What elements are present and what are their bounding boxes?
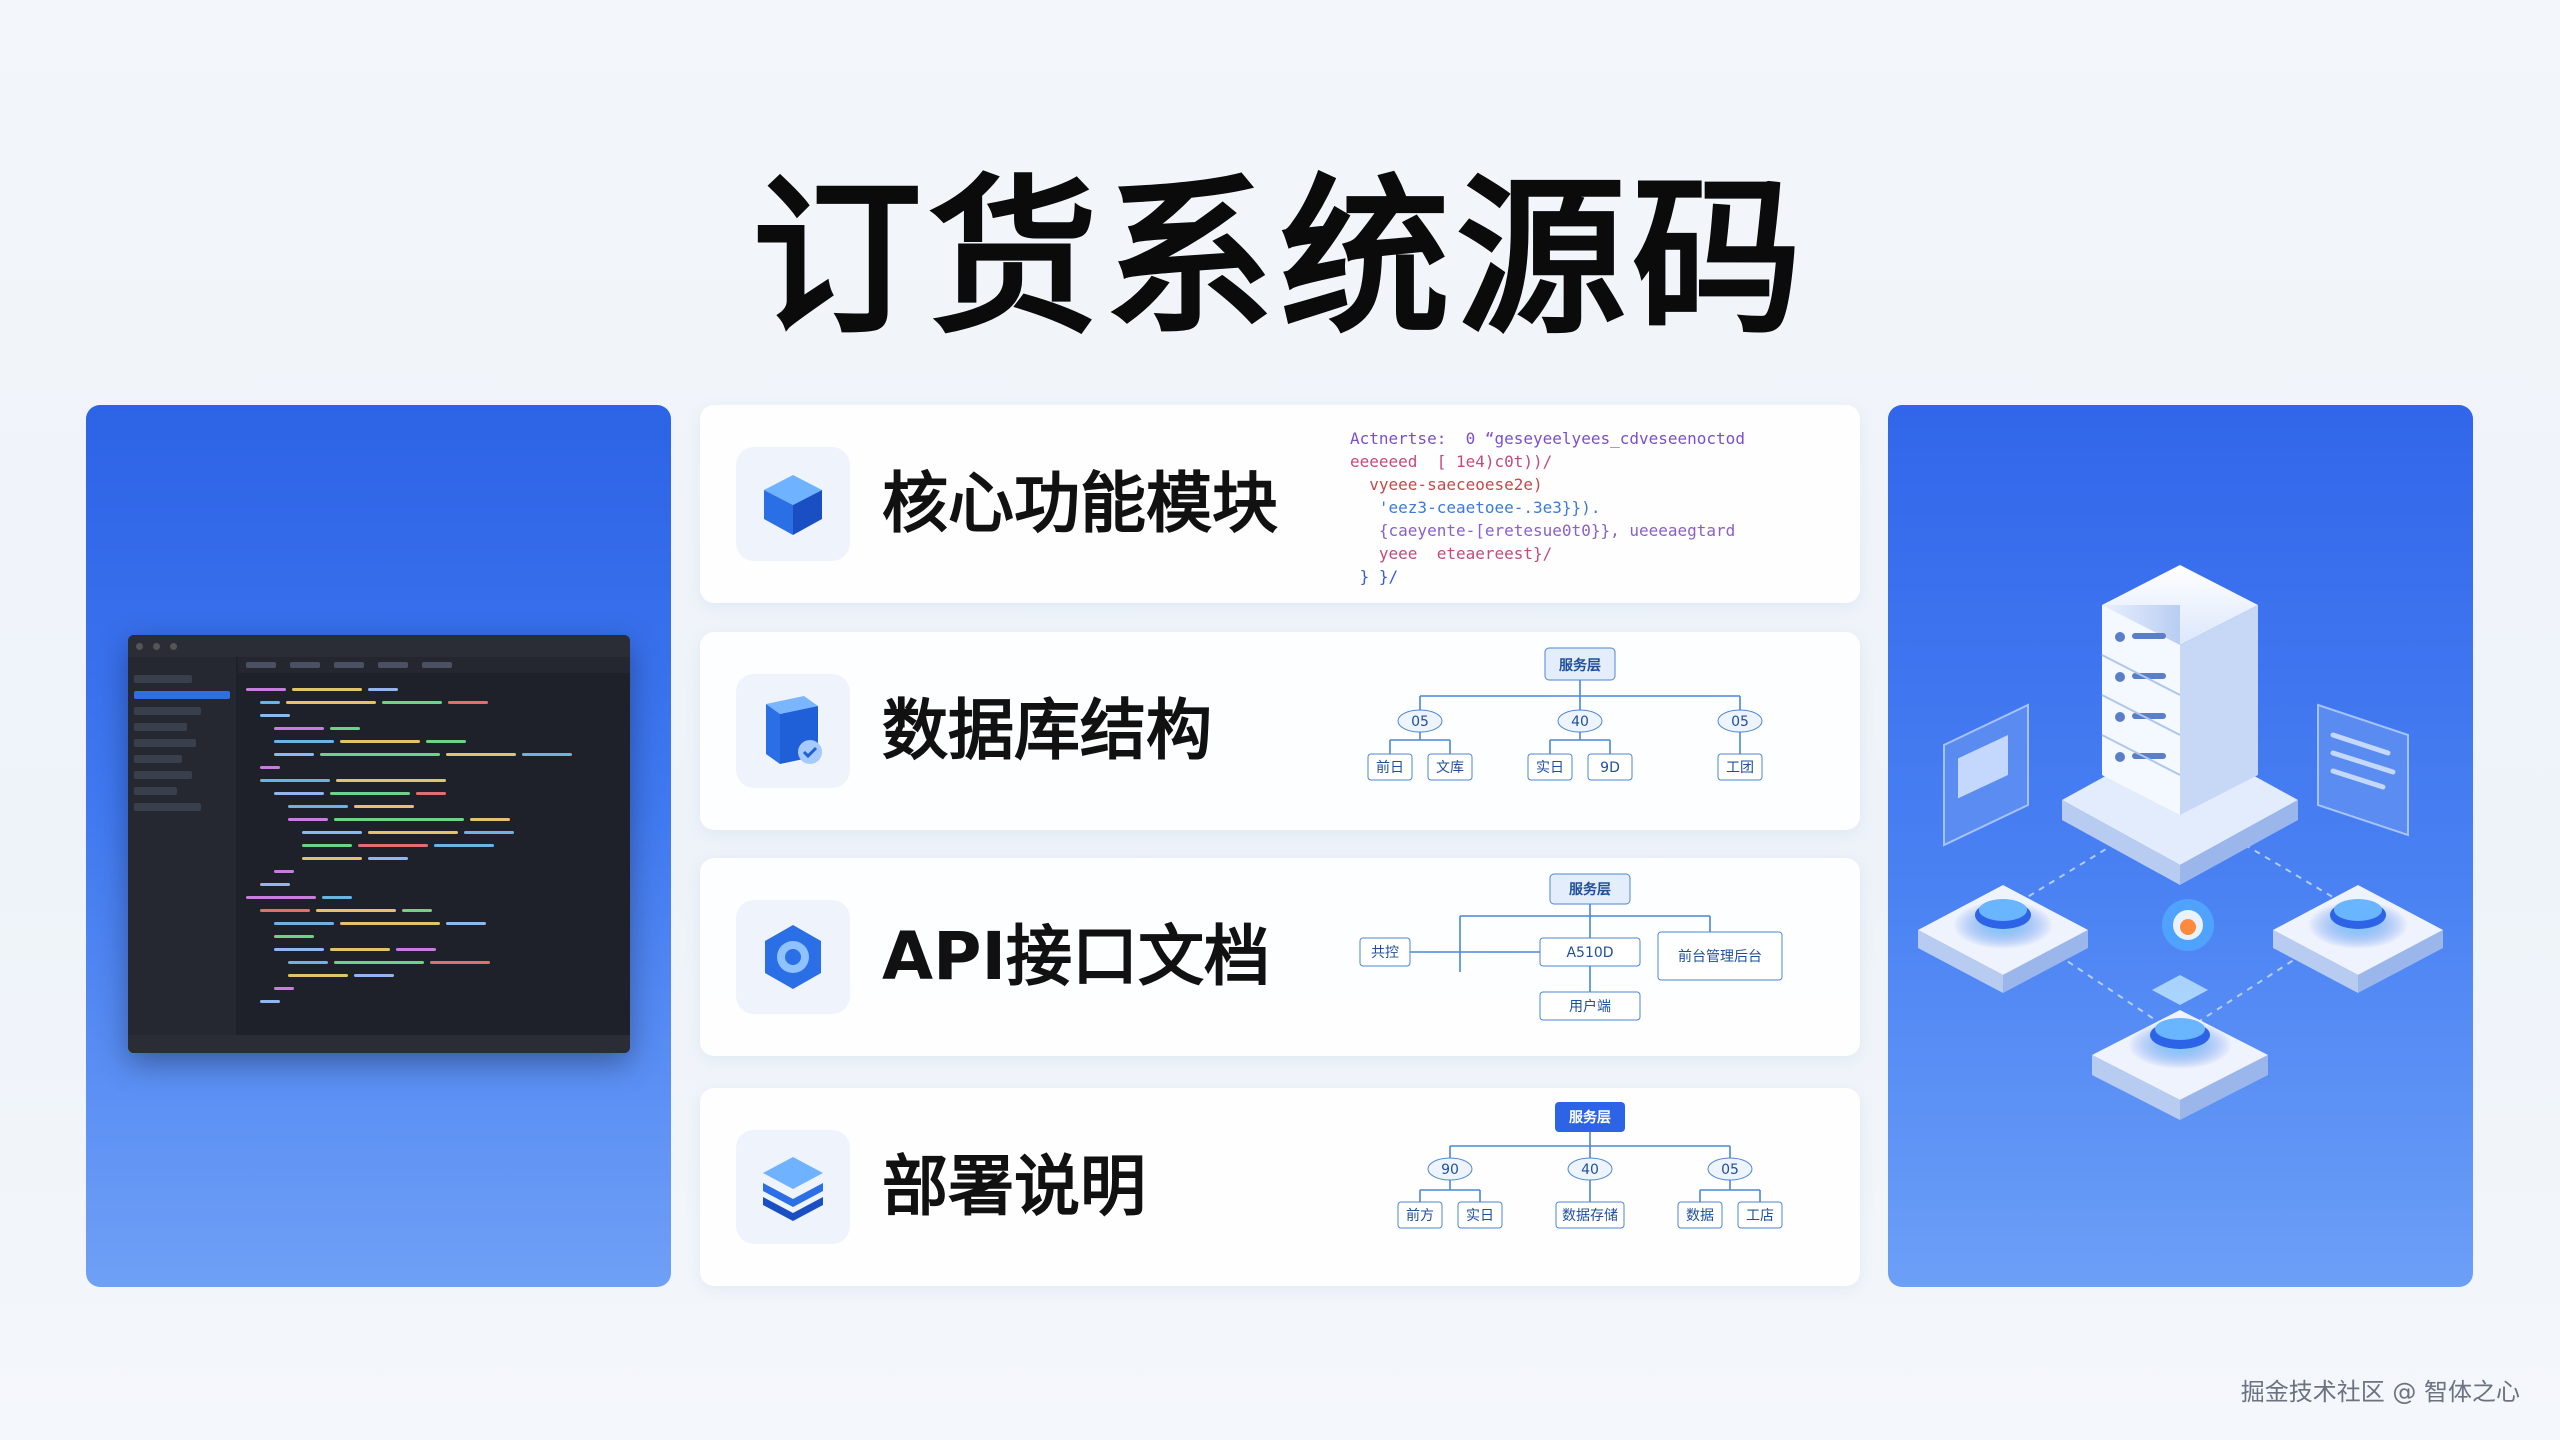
diagram-node: 用户端 — [1569, 998, 1611, 1015]
code-line: } }/ — [1350, 567, 1399, 586]
server-illustration — [1918, 565, 2443, 1120]
node-platform-bottom — [2092, 975, 2268, 1120]
editor-titlebar — [128, 635, 630, 657]
watermark: 掘金技术社区 @ 智体之心 — [2240, 1378, 2520, 1406]
cube-icon — [736, 447, 850, 561]
diagram-leaf: 9D — [1600, 760, 1620, 776]
diagram-leaf: 实日 — [1536, 760, 1564, 776]
card-api-docs: API接口文档 服务层 共控 A510D 前台管理后台 用户端 — [700, 858, 1860, 1056]
diagram-leaf: 实日 — [1466, 1208, 1494, 1224]
code-line: yeee eteaereest}/ — [1350, 544, 1553, 563]
diagram-node: 前台管理后台 — [1678, 948, 1762, 965]
code-snippet: Actnertse: 0 “geseyeelyees_cdveseenoctod… — [1350, 427, 1850, 588]
api-flow-diagram: 服务层 共控 A510D 前台管理后台 用户端 — [1359, 873, 1783, 1021]
editor-status-bar — [128, 1035, 630, 1053]
editor-file-tree — [128, 657, 236, 1035]
layers-icon — [736, 1130, 850, 1244]
code-line: {caeyente-[eretesue0t0}}, ueeeaegtard — [1350, 521, 1736, 540]
diagram-node: 40 — [1571, 714, 1589, 730]
diagram-root: 服务层 — [1569, 881, 1611, 898]
editor-code-area — [246, 681, 620, 1029]
api-gear-icon — [736, 900, 850, 1014]
diagram-node: 共控 — [1371, 945, 1399, 961]
right-illustration-panel — [1888, 405, 2473, 1287]
diagram-root: 服务层 — [1569, 1109, 1611, 1126]
code-line: eeeeeed [ 1e4)c0t))/ — [1350, 452, 1553, 471]
left-image-panel — [86, 405, 671, 1287]
diagram-node: 05 — [1731, 714, 1749, 730]
diagram-leaf: 工团 — [1726, 760, 1754, 776]
editor-tabs — [238, 657, 630, 673]
card-database: 数据库结构 服务层 05 40 05 前日 文库 实日 9D — [700, 632, 1860, 830]
diagram-node: 05 — [1411, 714, 1429, 730]
window-card-icon — [1943, 703, 2029, 847]
node-platform-left — [1918, 885, 2088, 993]
card-label: API接口文档 — [882, 918, 1271, 995]
deployment-tree-diagram: 服务层 90 40 05 前方 实日 数据存储 数据 工店 — [1397, 1102, 1783, 1229]
database-icon — [736, 674, 850, 788]
location-pin-icon — [2162, 899, 2214, 951]
card-core-modules: 核心功能模块 Actnertse: 0 “geseyeelyees_cdvese… — [700, 405, 1860, 603]
diagram-leaf: 前方 — [1406, 1207, 1434, 1224]
database-tree-diagram: 服务层 05 40 05 前日 文库 实日 9D 工团 — [1367, 647, 1763, 781]
page-title: 订货系统源码 — [751, 160, 1808, 358]
diagram-leaf: 文库 — [1436, 760, 1464, 776]
code-line: 'eez3-ceaetoee-.3e3}}). — [1350, 498, 1601, 517]
card-label: 数据库结构 — [882, 692, 1212, 769]
code-editor-screenshot — [128, 635, 630, 1053]
diagram-node: 90 — [1441, 1162, 1459, 1178]
diagram-root: 服务层 — [1559, 657, 1601, 674]
diagram-leaf: 数据存储 — [1562, 1208, 1618, 1224]
diagram-leaf: 数据 — [1686, 1208, 1714, 1224]
diagram-leaf: 前日 — [1376, 759, 1404, 776]
diagram-node: 05 — [1721, 1162, 1739, 1178]
document-card-icon — [2317, 703, 2409, 837]
card-label: 核心功能模块 — [882, 465, 1278, 542]
diagram-node: A510D — [1566, 945, 1613, 961]
server-stack-icon — [2101, 565, 2258, 815]
code-line: vyeee-saeceoese2e) — [1350, 475, 1543, 494]
diagram-node: 40 — [1581, 1162, 1599, 1178]
node-platform-right — [2273, 885, 2443, 993]
card-label: 部署说明 — [882, 1148, 1146, 1225]
diagram-leaf: 工店 — [1746, 1208, 1774, 1224]
card-deployment: 部署说明 服务层 90 40 05 前方 实日 数据存储 数据 — [700, 1088, 1860, 1286]
code-line: Actnertse: 0 “geseyeelyees_cdveseenoctod — [1350, 429, 1745, 448]
